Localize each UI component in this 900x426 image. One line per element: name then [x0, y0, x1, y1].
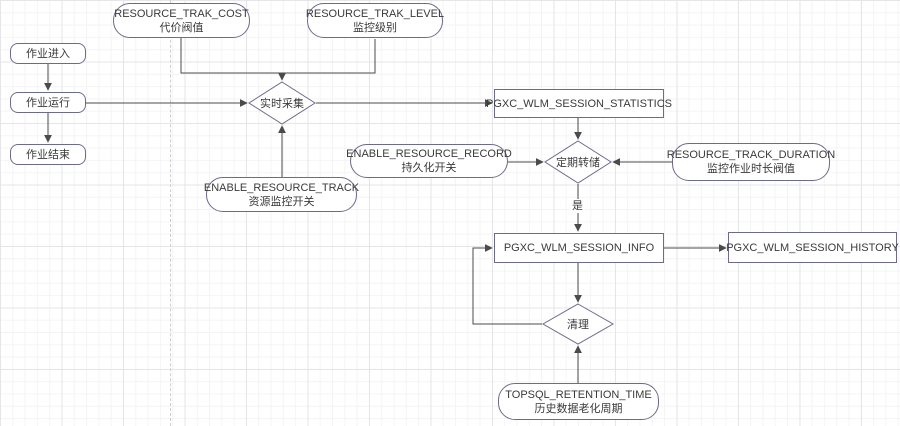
diamond-shape-icon [545, 141, 611, 183]
node-session-history[interactable]: PGXC_WLM_SESSION_HISTORY [726, 232, 899, 263]
node-label-line1: ENABLE_RESOURCE_RECORD [346, 148, 512, 160]
diamond-shape-icon [543, 304, 613, 344]
node-enable-resource-record[interactable]: ENABLE_RESOURCE_RECORD 持久化开关 [346, 144, 512, 178]
node-enable-resource-track[interactable]: ENABLE_RESOURCE_TRACK 资源监控开关 [203, 177, 360, 212]
node-label: 作业运行 [26, 96, 70, 109]
node-label-line2: 代价阀值 [159, 21, 204, 34]
node-label: 实时采集 [260, 98, 304, 110]
node-job-enter[interactable]: 作业进入 [10, 43, 86, 64]
node-label-line1: RESOURCE_TRAK_LEVEL [305, 7, 445, 20]
node-label: 清理 [567, 319, 589, 331]
edge-label-yes: 是 [570, 199, 585, 213]
node-label: 定期转储 [556, 157, 600, 169]
node-label-line2: 监控作业时长阀值 [707, 163, 795, 175]
node-session-statistics[interactable]: PGXC_WLM_SESSION_STATISTICS [486, 89, 672, 118]
page-divider-line [170, 0, 171, 426]
node-label-line1: ENABLE_RESOURCE_TRACK [203, 181, 360, 194]
diamond-shape-icon [249, 82, 315, 124]
node-label: PGXC_WLM_SESSION_STATISTICS [485, 97, 673, 110]
edge-cleanup-loop-to-info [472, 244, 542, 325]
node-label-line1: RESOURCE_TRACK_DURATION [666, 149, 836, 161]
node-label: PGXC_WLM_SESSION_INFO [503, 242, 655, 254]
node-label: PGXC_WLM_SESSION_HISTORY [726, 241, 899, 254]
node-label: 作业进入 [26, 47, 70, 60]
node-periodic-dump[interactable]: 定期转储 [545, 141, 611, 183]
node-realtime-collect[interactable]: 实时采集 [249, 82, 315, 124]
node-label-line2: 持久化开关 [401, 162, 457, 174]
node-label-line2: 历史数据老化周期 [534, 402, 623, 415]
node-topsql-retention-time[interactable]: TOPSQL_RETENTION_TIME 历史数据老化周期 [498, 383, 659, 420]
node-resource-track-duration[interactable]: RESOURCE_TRACK_DURATION 监控作业时长阀值 [667, 143, 835, 181]
node-label-line2: 资源监控开关 [248, 195, 315, 208]
edge-thresholds-merge [180, 38, 376, 74]
node-label: 作业结束 [26, 148, 70, 161]
node-job-run[interactable]: 作业运行 [10, 92, 86, 113]
node-session-info[interactable]: PGXC_WLM_SESSION_INFO [494, 233, 664, 263]
node-resource-trak-level[interactable]: RESOURCE_TRAK_LEVEL 监控级别 [305, 3, 445, 38]
node-resource-trak-cost[interactable]: RESOURCE_TRAK_COST 代价阀值 [113, 3, 250, 38]
node-label-line2: 监控级别 [353, 21, 397, 34]
node-label-line1: TOPSQL_RETENTION_TIME [505, 388, 652, 401]
node-cleanup[interactable]: 清理 [543, 304, 613, 344]
node-label-line1: RESOURCE_TRAK_COST [114, 7, 249, 20]
node-job-end[interactable]: 作业结束 [10, 144, 86, 165]
